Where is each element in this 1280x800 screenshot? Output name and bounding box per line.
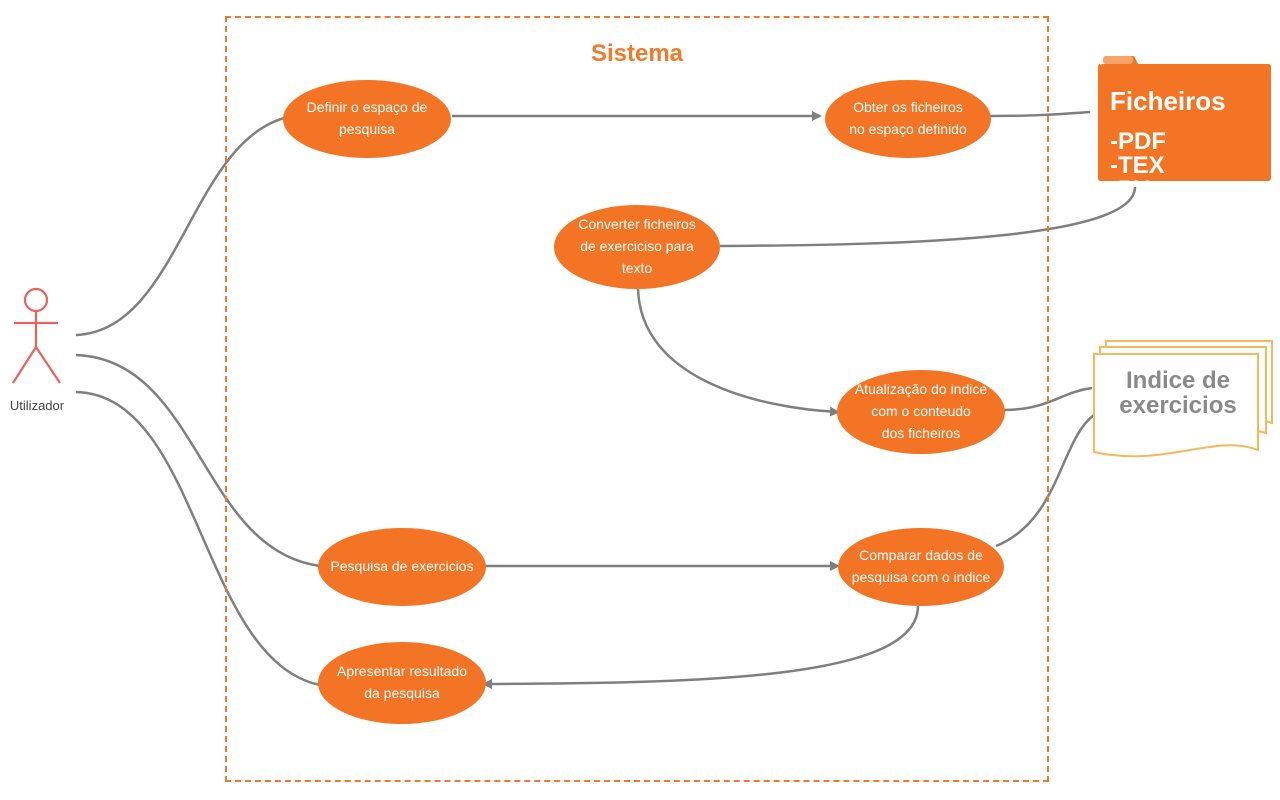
link-actor-apresentar: [75, 390, 321, 687]
use-case-comparar-dados[interactable]: Comparar dados de pesquisa com o indice: [838, 528, 1004, 606]
link-atualizacao-indice: [1001, 386, 1093, 412]
use-case-converter-ficheiros[interactable]: Converter ficheiros de exerciciso para t…: [554, 205, 720, 289]
use-case-obter-ficheiros[interactable]: Obter os ficheiros no espaço definido: [825, 80, 991, 158]
link-actor-pesquisa: [75, 353, 321, 568]
link-comparar-apresentar: [482, 605, 920, 689]
files-folder: Ficheiros -PDF -TEX -PY: [1110, 72, 1226, 218]
system-title: Sistema: [590, 40, 684, 67]
link-actor-definir: [75, 115, 289, 337]
files-folder-types: -PDF -TEX -PY: [1110, 128, 1166, 203]
folder-icon: [1098, 56, 1271, 181]
link-converter-atualizacao: [636, 287, 840, 417]
actor-icon: [12, 287, 61, 384]
system-boundary: Sistema: [225, 16, 1049, 782]
use-case-pesquisa-exercicios[interactable]: Pesquisa de exercicios: [318, 528, 486, 606]
actor-label: Utilizador: [9, 398, 65, 413]
files-folder-title: Ficheiros: [1110, 86, 1226, 116]
document-stack-icon: [1093, 340, 1273, 458]
use-case-definir-espaco[interactable]: Definir o espaço de pesquisa: [283, 80, 451, 158]
link-ficheiros-converter: [719, 186, 1137, 248]
index-document-label: Indice de exercicios: [1119, 367, 1237, 420]
use-case-apresentar-resultado[interactable]: Apresentar resultado da pesquisa: [318, 642, 486, 724]
link-comparar-indice: [995, 413, 1095, 548]
use-case-atualizacao-indice[interactable]: Atualização do indice com o conteudo dos…: [837, 370, 1005, 454]
